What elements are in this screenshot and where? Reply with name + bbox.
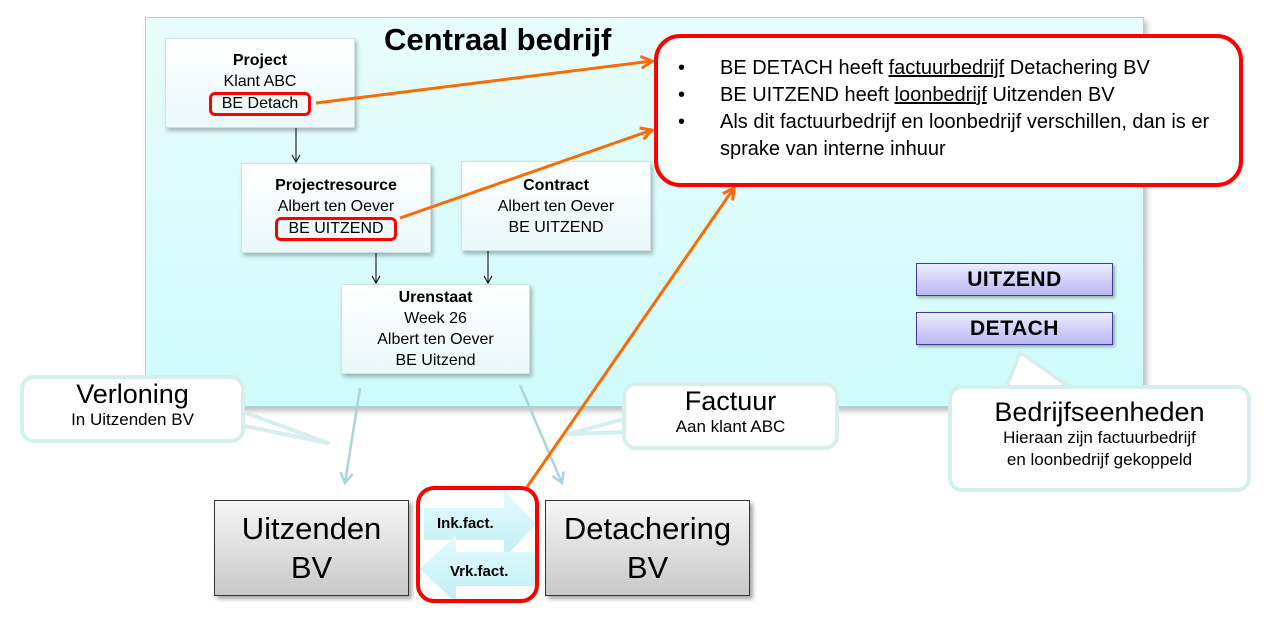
orange-connector-invoice-flow	[525, 188, 734, 488]
urenstaat-week: Week 26	[404, 310, 467, 327]
info-bullet: BE UITZEND heeft loonbedrijf Uitzenden B…	[678, 82, 1239, 109]
sales-invoice-label: Vrk.fact.	[450, 563, 509, 580]
panel-title: Centraal bedrijf	[384, 22, 612, 57]
bedrijfseenheden-subtext-2: en loonbedrijf gekoppeld	[1006, 450, 1193, 469]
company-uitzenden-name: Uitzenden	[241, 511, 382, 546]
purchase-invoice-arrow	[424, 490, 536, 558]
business-unit-detach: DETACH	[916, 312, 1113, 345]
factuur-callout: Factuur Aan klant ABC	[622, 382, 839, 450]
projectresource-employee: Albert ten Oever	[277, 198, 395, 215]
verloning-callout-tail	[236, 408, 330, 445]
urenstaat-business-unit: BE Uitzend	[395, 352, 476, 369]
verloning-subtext: In Uitzenden BV	[71, 410, 194, 429]
project-client: Klant ABC	[223, 73, 297, 90]
underlined-term: loonbedrijf	[894, 84, 987, 106]
company-detachering-bv: Detachering BV	[545, 500, 750, 596]
company-detachering-name: Detachering	[563, 511, 732, 546]
factuur-arrow	[518, 384, 565, 486]
urenstaat-title: Urenstaat	[398, 289, 473, 306]
purchase-invoice-label: Ink.fact.	[437, 515, 494, 532]
invoice-flow-highlight-frame	[416, 486, 539, 603]
verloning-arrow	[339, 387, 362, 486]
orange-connector-projectresource	[399, 130, 652, 220]
underlined-term: factuurbedrijf	[888, 57, 1005, 79]
orange-connector-project	[315, 61, 652, 105]
projectresource-title: Projectresource	[275, 177, 397, 194]
factuur-subtext: Aan klant ABC	[675, 417, 786, 436]
company-uitzenden-bv: Uitzenden BV	[214, 500, 409, 596]
contract-business-unit: BE UITZEND	[508, 218, 604, 236]
factuur-heading: Factuur	[684, 386, 777, 416]
contract-node: Contract Albert ten Oever BE UITZEND	[461, 161, 651, 251]
urenstaat-node: Urenstaat Week 26 Albert ten Oever BE Ui…	[341, 284, 530, 374]
urenstaat-employee: Albert ten Oever	[377, 331, 494, 348]
projectresource-business-unit-highlight: BE UITZEND	[275, 217, 397, 241]
contract-employee: Albert ten Oever	[497, 197, 615, 215]
sales-invoice-arrow	[420, 535, 536, 603]
projectresource-node: Projectresource Albert ten Oever BE UITZ…	[241, 163, 431, 253]
contract-title: Contract	[523, 176, 589, 194]
info-bullet: Als dit factuurbedrijf en loonbedrijf ve…	[678, 109, 1220, 163]
verloning-heading: Verloning	[76, 379, 189, 409]
company-uitzenden-suffix: BV	[290, 550, 333, 585]
factuur-callout-tail	[566, 416, 630, 436]
project-business-unit-highlight: BE Detach	[208, 92, 312, 116]
project-node: Project Klant ABC BE Detach	[165, 38, 355, 128]
verloning-callout: Verloning In Uitzenden BV	[20, 375, 245, 443]
info-bullet-list: BE DETACH heeft factuurbedrijf Detacheri…	[678, 55, 1239, 163]
company-detachering-suffix: BV	[626, 550, 669, 585]
business-unit-uitzend: UITZEND	[916, 263, 1113, 296]
project-title: Project	[232, 52, 288, 69]
info-bullet: BE DETACH heeft factuurbedrijf Detacheri…	[678, 55, 1239, 82]
bedrijfseenheden-callout: Bedrijfseenheden Hieraan zijn factuurbed…	[948, 385, 1251, 492]
info-box: BE DETACH heeft factuurbedrijf Detacheri…	[654, 34, 1243, 187]
bedrijfseenheden-subtext-1: Hieraan zijn factuurbedrijf	[1003, 428, 1196, 447]
bedrijfseenheden-heading: Bedrijfseenheden	[994, 397, 1205, 427]
